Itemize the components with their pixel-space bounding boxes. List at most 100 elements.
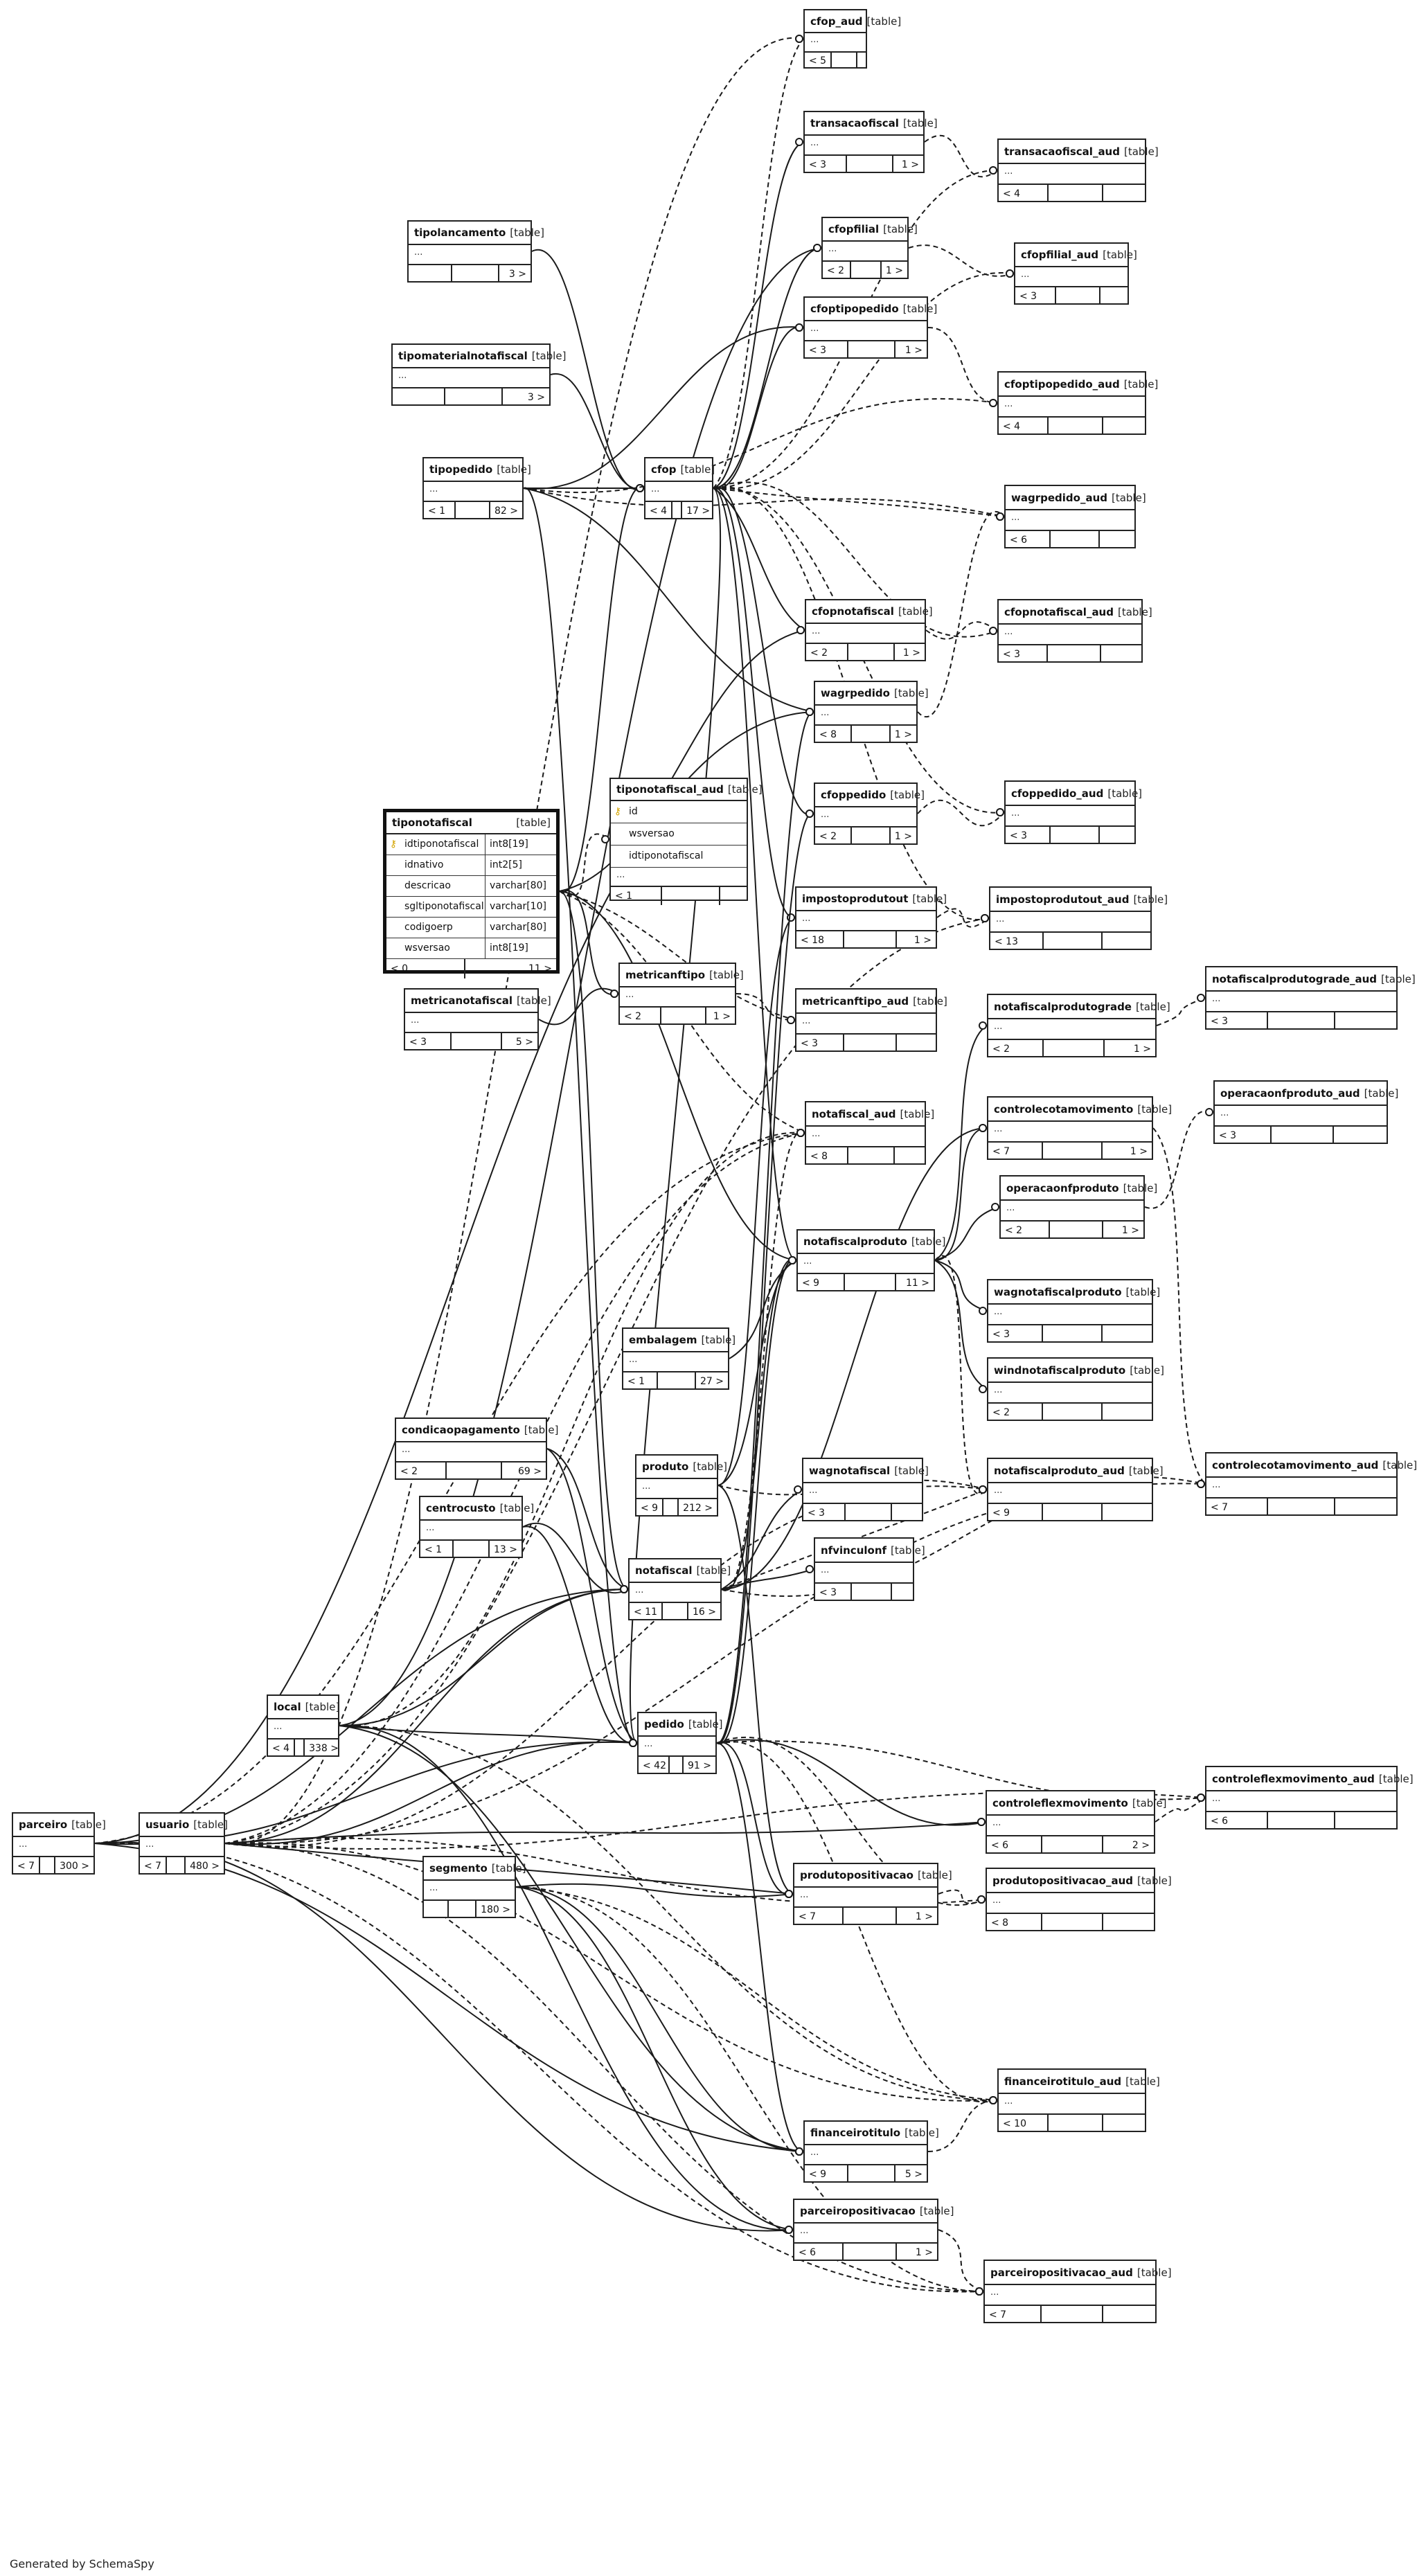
table-operacaonfproduto-aud[interactable]: operacaonfproduto_aud[table]...< 3 bbox=[1213, 1080, 1398, 1144]
child-count[interactable]: 11 > bbox=[528, 963, 552, 974]
parent-count[interactable]: < 6 bbox=[1006, 531, 1051, 548]
parent-count[interactable]: < 1 bbox=[611, 887, 662, 905]
parent-count[interactable]: < 3 bbox=[405, 1033, 452, 1050]
parent-count[interactable]: < 3 bbox=[988, 1325, 1043, 1343]
child-count[interactable]: 1 > bbox=[894, 728, 912, 740]
parent-count[interactable]: < 7 bbox=[1206, 1499, 1268, 1516]
table-financeirotitulo-aud[interactable]: financeirotitulo_aud[table]...< 10 bbox=[997, 2068, 1160, 2132]
child-count[interactable]: 3 > bbox=[508, 268, 526, 280]
parent-count[interactable] bbox=[409, 265, 452, 283]
child-count[interactable]: 480 > bbox=[190, 1860, 220, 1872]
parent-count[interactable]: < 8 bbox=[806, 1147, 848, 1165]
parent-count[interactable]: < 2 bbox=[806, 644, 848, 661]
child-count[interactable]: 2 > bbox=[1132, 1839, 1150, 1851]
parent-count[interactable]: < 2 bbox=[1001, 1222, 1050, 1239]
child-count[interactable] bbox=[1103, 933, 1150, 950]
child-count[interactable]: 91 > bbox=[688, 1760, 711, 1771]
table-impostoprodutout-aud[interactable]: impostoprodutout_aud[table]...< 13 bbox=[989, 886, 1168, 950]
parent-count[interactable]: < 7 bbox=[988, 1143, 1043, 1160]
child-count[interactable] bbox=[1103, 2306, 1155, 2323]
parent-count[interactable]: < 9 bbox=[805, 2165, 848, 2183]
parent-count[interactable]: < 8 bbox=[815, 726, 852, 743]
parent-count[interactable]: < 2 bbox=[988, 1040, 1044, 1057]
child-count[interactable]: 1 > bbox=[1121, 1224, 1139, 1236]
parent-count[interactable]: < 3 bbox=[805, 156, 847, 173]
child-count[interactable] bbox=[1103, 1325, 1152, 1343]
child-count[interactable]: 1 > bbox=[904, 344, 923, 356]
parent-count[interactable]: < 4 bbox=[268, 1739, 296, 1757]
child-count[interactable] bbox=[1335, 1812, 1396, 1830]
child-count[interactable] bbox=[895, 1147, 925, 1165]
parent-count[interactable]: < 3 bbox=[1006, 827, 1051, 844]
child-count[interactable]: 180 > bbox=[481, 1904, 510, 1915]
child-count[interactable]: 1 > bbox=[1130, 1145, 1148, 1157]
table-controlecotamovimento-aud[interactable]: controlecotamovimento_aud[table]...< 7 bbox=[1205, 1452, 1417, 1516]
parent-count[interactable] bbox=[393, 388, 445, 406]
parent-count[interactable]: < 2 bbox=[988, 1404, 1043, 1421]
child-count[interactable] bbox=[857, 53, 866, 69]
child-count[interactable]: 5 > bbox=[904, 2168, 923, 2180]
child-count[interactable]: 338 > bbox=[309, 1742, 339, 1754]
parent-count[interactable]: < 2 bbox=[815, 828, 852, 845]
child-count[interactable]: 82 > bbox=[494, 505, 518, 517]
parent-count[interactable]: < 6 bbox=[987, 1836, 1042, 1854]
parent-count[interactable]: < 7 bbox=[140, 1857, 168, 1875]
parent-count[interactable]: < 11 bbox=[630, 1603, 663, 1620]
column-row[interactable]: idtiponotafiscal bbox=[611, 846, 747, 868]
child-count[interactable] bbox=[897, 1035, 936, 1052]
child-count[interactable] bbox=[1100, 531, 1134, 548]
table-metricanftipo-aud[interactable]: metricanftipo_aud[table]...< 3 bbox=[795, 988, 947, 1052]
table-produtopositivacao-aud[interactable]: produtopositivacao_aud[table]...< 8 bbox=[986, 1868, 1172, 1931]
child-count[interactable] bbox=[1103, 1504, 1152, 1521]
parent-count[interactable]: < 3 bbox=[1215, 1127, 1272, 1144]
table-cfoppedido-aud[interactable]: cfoppedido_aud[table]...< 3 bbox=[1004, 780, 1142, 844]
parent-count[interactable]: < 6 bbox=[794, 2244, 844, 2261]
child-count[interactable]: 1 > bbox=[1133, 1043, 1151, 1055]
column-row[interactable]: ⚷id bbox=[611, 801, 747, 823]
parent-count[interactable]: < 13 bbox=[990, 933, 1044, 950]
parent-count[interactable]: < 4 bbox=[645, 502, 673, 519]
parent-count[interactable]: < 9 bbox=[988, 1504, 1043, 1521]
parent-count[interactable]: < 6 bbox=[1206, 1812, 1268, 1830]
column-row[interactable]: wsversao bbox=[611, 823, 747, 846]
child-count[interactable]: 1 > bbox=[915, 2246, 933, 2258]
parent-count[interactable]: < 5 bbox=[805, 53, 832, 69]
parent-count[interactable]: < 1 bbox=[623, 1372, 659, 1390]
parent-count[interactable]: < 1 bbox=[420, 1541, 454, 1558]
child-count[interactable] bbox=[1335, 1499, 1396, 1516]
table-tiponotafiscal[interactable]: tiponotafiscal [table] ⚷idtiponotafiscal… bbox=[383, 809, 560, 978]
parent-count[interactable]: < 1 bbox=[424, 502, 456, 519]
parent-count[interactable]: < 4 bbox=[999, 418, 1049, 435]
child-count[interactable] bbox=[1334, 1127, 1387, 1144]
child-count[interactable] bbox=[1103, 1914, 1154, 1931]
table-segmento[interactable]: segmento[table]...180 > bbox=[422, 1856, 526, 1918]
child-count[interactable] bbox=[1103, 185, 1145, 202]
parent-count[interactable]: < 18 bbox=[796, 931, 844, 949]
parent-count[interactable]: < 3 bbox=[805, 341, 848, 359]
child-count[interactable] bbox=[892, 1584, 913, 1601]
child-count[interactable] bbox=[1103, 1404, 1152, 1421]
